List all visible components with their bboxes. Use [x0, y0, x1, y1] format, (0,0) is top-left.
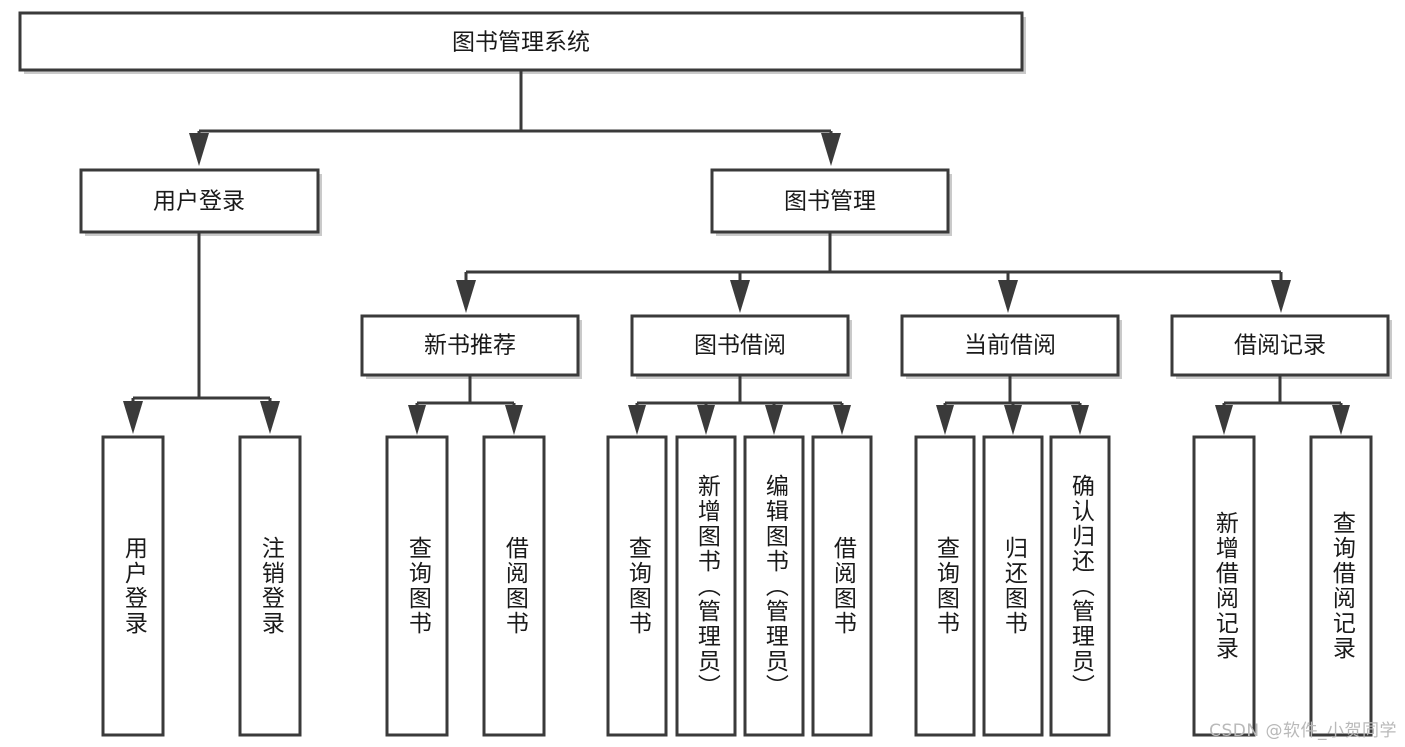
arrow-leaf-user-login	[123, 401, 143, 434]
node-new-book-rec[interactable]: 新书推荐	[360, 314, 582, 379]
node-borrow-record[interactable]: 借阅记录	[1170, 314, 1392, 379]
edges-user-login-to-leaves	[123, 232, 280, 434]
book-manage-label: 图书管理	[784, 189, 876, 215]
arrow-leaf-confirm-return	[1071, 405, 1089, 435]
arrow-new-book-rec	[456, 280, 476, 313]
leaf-edit-book-box	[743, 435, 805, 737]
node-leaf-add-book[interactable]	[675, 435, 737, 737]
leaf-add-record-box	[1192, 435, 1256, 737]
arrow-leaf-query-record	[1332, 405, 1350, 435]
leaf-add-book-box	[675, 435, 737, 737]
edges-book-manage-to-level3	[456, 232, 1291, 313]
leaf-query-record-box	[1309, 435, 1373, 737]
current-borrow-label: 当前借阅	[964, 333, 1056, 359]
leaf-borrow-book-bb-box	[811, 435, 873, 737]
node-leaf-query-book-rec[interactable]	[385, 435, 449, 737]
node-leaf-query-book-bb[interactable]	[606, 435, 668, 737]
node-leaf-confirm-return[interactable]	[1049, 435, 1111, 737]
leaf-confirm-return-box	[1049, 435, 1111, 737]
arrow-leaf-borrow-book-rec	[505, 405, 523, 435]
node-leaf-edit-book[interactable]	[743, 435, 805, 737]
edges-book-borrow-to-leaves	[628, 375, 851, 435]
arrow-user-login	[189, 133, 209, 166]
edges-borrow-record-to-leaves	[1215, 375, 1350, 435]
current-borrow-box	[900, 314, 1120, 377]
arrow-leaf-return-book	[1004, 405, 1022, 435]
book-borrow-label: 图书借阅	[694, 333, 786, 359]
arrow-current-borrow	[998, 280, 1018, 313]
arrow-book-borrow	[730, 280, 750, 313]
node-leaf-query-book-cb[interactable]	[914, 435, 976, 737]
borrow-record-box	[1170, 314, 1390, 377]
node-leaf-user-login[interactable]	[101, 435, 165, 737]
arrow-leaf-query-book-cb	[936, 405, 954, 435]
edges-root-to-level2	[189, 70, 841, 166]
node-leaf-add-record[interactable]	[1192, 435, 1256, 737]
node-leaf-logout[interactable]	[238, 435, 302, 737]
leaf-query-book-bb-box	[606, 435, 668, 737]
arrow-leaf-add-book	[697, 405, 715, 435]
node-book-borrow[interactable]: 图书借阅	[630, 314, 852, 379]
node-leaf-borrow-book-rec[interactable]	[482, 435, 546, 737]
root-box	[18, 11, 1024, 72]
arrow-borrow-record	[1271, 280, 1291, 313]
leaf-user-login-box	[101, 435, 165, 737]
user-login-label: 用户登录	[153, 189, 245, 215]
csdn-watermark: CSDN @软件_小贺同学	[1209, 721, 1397, 741]
edges-current-borrow-to-leaves	[936, 375, 1089, 435]
arrow-leaf-query-book-bb	[628, 405, 646, 435]
leaf-logout-box	[238, 435, 302, 737]
arrow-leaf-query-book-rec	[408, 405, 426, 435]
node-book-manage[interactable]: 图书管理	[710, 168, 952, 236]
root-label: 图书管理系统	[452, 30, 590, 56]
borrow-record-label: 借阅记录	[1234, 333, 1326, 359]
book-manage-box	[710, 168, 950, 234]
leaf-return-book-box	[982, 435, 1044, 737]
node-leaf-borrow-book-bb[interactable]	[811, 435, 873, 737]
leaf-borrow-book-rec-box	[482, 435, 546, 737]
leaf-query-book-cb-box	[914, 435, 976, 737]
arrow-book-manage	[821, 133, 841, 166]
node-user-login[interactable]: 用户登录	[79, 168, 322, 236]
edges-new-book-rec-to-leaves	[408, 375, 523, 435]
arrow-leaf-logout	[260, 401, 280, 434]
arrow-leaf-add-record	[1215, 405, 1233, 435]
node-root[interactable]: 图书管理系统	[18, 11, 1026, 74]
node-current-borrow[interactable]: 当前借阅	[900, 314, 1122, 379]
leaf-boxes	[101, 435, 1373, 737]
new-book-rec-label: 新书推荐	[424, 333, 516, 359]
arrow-leaf-borrow-book-bb	[833, 405, 851, 435]
node-leaf-query-record[interactable]	[1309, 435, 1373, 737]
new-book-rec-box	[360, 314, 580, 377]
user-login-box	[79, 168, 320, 234]
leaf-query-book-rec-box	[385, 435, 449, 737]
node-leaf-return-book[interactable]	[982, 435, 1044, 737]
arrow-leaf-edit-book	[765, 405, 783, 435]
